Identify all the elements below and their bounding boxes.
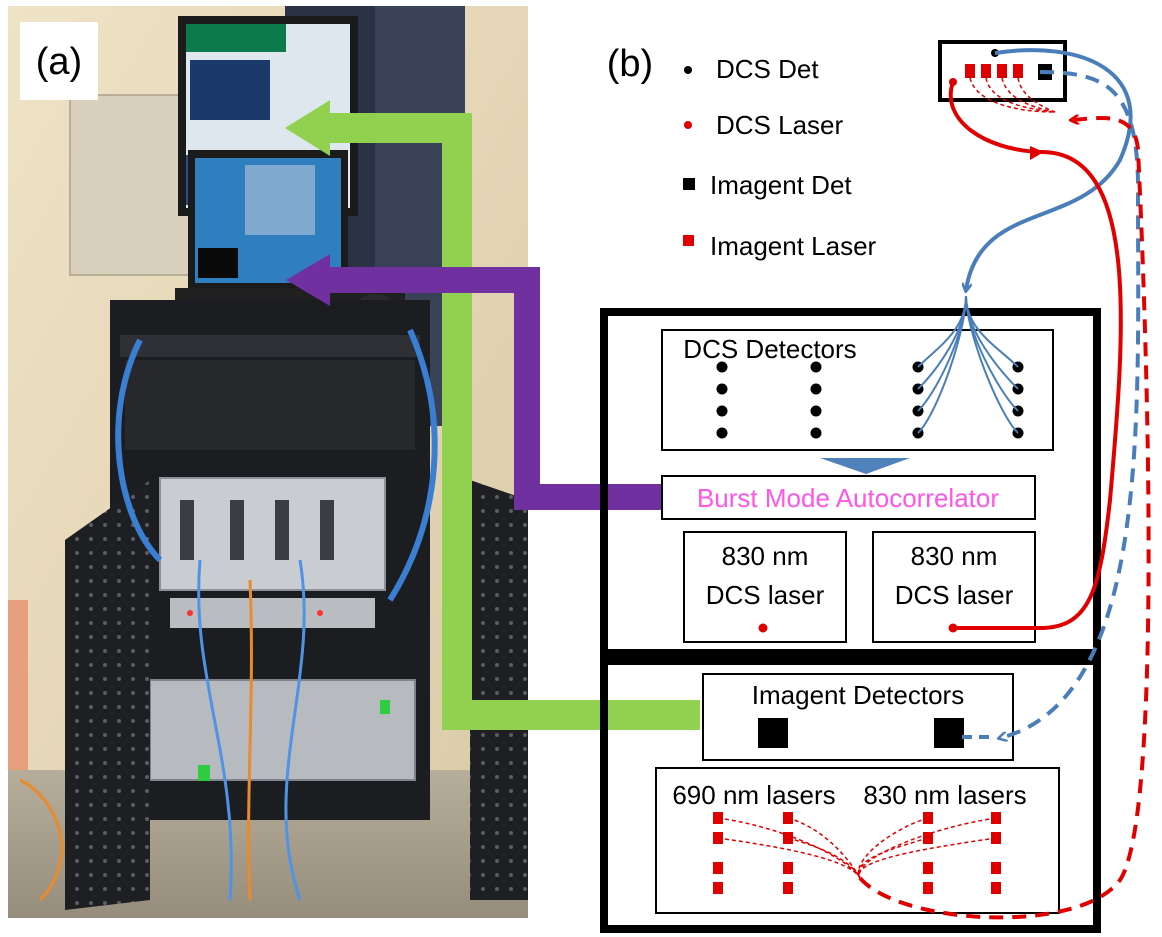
lasers-830-label: 830 nm lasers bbox=[863, 780, 1026, 810]
imagent-laser-square bbox=[783, 862, 793, 874]
imagent-fiber-strand bbox=[717, 837, 861, 879]
dcs-laser-left-line2: DCS laser bbox=[706, 580, 825, 610]
dcs-laser-right-line1: 830 nm bbox=[911, 541, 998, 571]
dcs-detector-dot bbox=[716, 405, 728, 417]
autocorrelator-label: Burst Mode Autocorrelator bbox=[697, 483, 999, 513]
imagent-detector-fiber bbox=[1000, 70, 1141, 738]
imagent-detector bbox=[934, 718, 964, 748]
imagent-box-outline bbox=[600, 657, 1101, 933]
legend-label-imagent-laser: Imagent Laser bbox=[710, 231, 877, 261]
photo-rack-door-right bbox=[470, 480, 528, 900]
probe-imagent-laser bbox=[981, 64, 991, 78]
dcs-laser-left-box bbox=[683, 531, 847, 643]
fiber-connections bbox=[858, 48, 1151, 920]
legend: DCS Det DCS Laser Imagent Det Imagent La… bbox=[683, 54, 877, 261]
dcs-laser-left-dot bbox=[758, 623, 768, 633]
panel-b-label: (b) bbox=[607, 43, 653, 85]
dcs-detector-dot bbox=[716, 361, 728, 373]
probe-imagent-laser bbox=[997, 64, 1007, 78]
imagent-detectors-title: Imagent Detectors bbox=[752, 680, 964, 710]
photo-curtain bbox=[8, 600, 28, 770]
imagent-laser-square bbox=[713, 862, 723, 874]
dcs-detectors-title: DCS Detectors bbox=[683, 334, 856, 364]
dcs-detector-fibers bbox=[917, 295, 1019, 434]
lasers-690-label: 690 nm lasers bbox=[672, 780, 835, 810]
imagent-laser-square bbox=[991, 862, 1001, 874]
dcs-detector-dot bbox=[810, 405, 822, 417]
legend-label-dcs-laser: DCS Laser bbox=[716, 110, 843, 140]
legend-marker-dcs-det bbox=[684, 66, 692, 74]
purple-arrow bbox=[286, 254, 662, 510]
legend-label-imagent-det: Imagent Det bbox=[710, 170, 852, 200]
imagent-laser-square bbox=[923, 882, 933, 894]
dcs-detector-fiber-bundle bbox=[966, 48, 1133, 290]
dcs-detector-dot bbox=[716, 427, 728, 439]
imagent-laser-fiber-bundle bbox=[858, 118, 1151, 920]
legend-label-dcs-det: DCS Det bbox=[716, 54, 819, 84]
imagent-laser-square bbox=[783, 882, 793, 894]
photo-rack-door-left bbox=[65, 480, 150, 910]
legend-marker-imagent-laser bbox=[683, 235, 694, 246]
dcs-box-outline bbox=[600, 308, 1101, 657]
autocorrelator-box bbox=[661, 475, 1036, 520]
dcs-detector-dot bbox=[810, 383, 822, 395]
schematic-panel: (b) DCS Det DCS Laser Imagent Det Imagen… bbox=[600, 40, 1151, 933]
imagent-laser-fibers bbox=[717, 817, 997, 879]
imagent-detector bbox=[758, 718, 788, 748]
dcs-detector-dot bbox=[810, 361, 822, 373]
green-arrow bbox=[285, 100, 700, 730]
dcs-fiber-strand bbox=[917, 295, 967, 434]
probe-imagent-laser bbox=[965, 64, 975, 78]
photo-wall-cabinet bbox=[69, 94, 191, 276]
imagent-instrument-box: Imagent Detectors 690 nm lasers 830 nm l… bbox=[600, 657, 1101, 933]
imagent-laser-square bbox=[713, 882, 723, 894]
probe-imagent-laser bbox=[1013, 64, 1023, 78]
dcs-laser-left-line1: 830 nm bbox=[722, 541, 809, 571]
legend-marker-imagent-det bbox=[683, 178, 695, 190]
down-arrow bbox=[820, 458, 910, 474]
dcs-laser-fiber bbox=[948, 81, 1123, 630]
imagent-fiber-strand bbox=[787, 837, 861, 879]
imagent-laser-square bbox=[923, 862, 933, 874]
dcs-fiber-strand bbox=[965, 295, 1019, 434]
dcs-laser-right-line2: DCS laser bbox=[895, 580, 1014, 610]
dcs-instrument-box: DCS Detectors Burst Mode Autocorrelator … bbox=[600, 295, 1101, 657]
panel-a-label: (a) bbox=[36, 41, 82, 83]
imagent-laser-square bbox=[991, 882, 1001, 894]
legend-marker-dcs-laser bbox=[684, 121, 692, 129]
dcs-detector-dot bbox=[716, 383, 728, 395]
photo-instrument-panel bbox=[159, 477, 386, 591]
imagent-fiber-strand bbox=[858, 837, 997, 879]
dcs-detector-dot bbox=[810, 427, 822, 439]
